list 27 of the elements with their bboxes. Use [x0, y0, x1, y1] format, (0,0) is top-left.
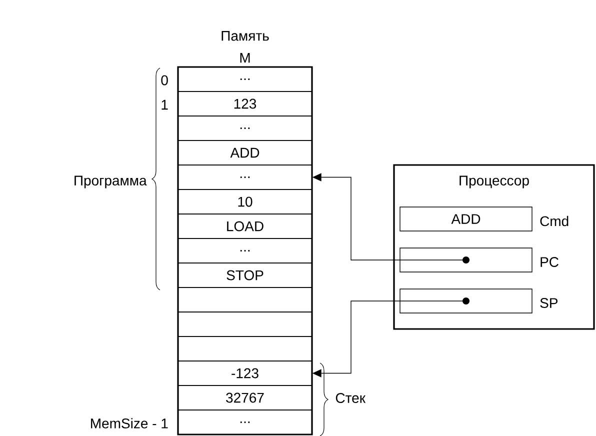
- memory-cell: -123: [178, 360, 312, 386]
- memory-cell: ...: [178, 164, 312, 190]
- brace-label: Программа: [74, 176, 147, 188]
- memory-cell: ...: [178, 116, 312, 141]
- memory-cell: ADD: [178, 140, 312, 166]
- register-name: PC: [540, 257, 558, 267]
- memory-cell: LOAD: [178, 214, 312, 239]
- memory-cell: STOP: [178, 262, 312, 288]
- node-label: Память M: [222, 31, 269, 63]
- memory-cell: [178, 336, 312, 362]
- memory-cell: ...: [178, 238, 312, 264]
- memory-cell: [178, 312, 312, 337]
- address-label: 1: [162, 100, 168, 110]
- address-label: 0: [161, 75, 168, 86]
- memory-cell: 10: [178, 189, 312, 214]
- memory-cell: 123: [178, 91, 312, 116]
- brace-label: Стек: [336, 393, 366, 403]
- memory-cell: ...: [178, 410, 312, 435]
- register-name: SP: [540, 298, 558, 308]
- register-box: ADD: [400, 206, 532, 232]
- address-label: MemSize - 1: [91, 418, 168, 428]
- memory-cell: 32767: [178, 385, 312, 410]
- register-name: Cmd: [540, 216, 568, 226]
- register-box: [400, 248, 532, 272]
- memory-cell: ...: [178, 66, 312, 92]
- register-box: [400, 288, 532, 314]
- memory-cell: [178, 287, 312, 312]
